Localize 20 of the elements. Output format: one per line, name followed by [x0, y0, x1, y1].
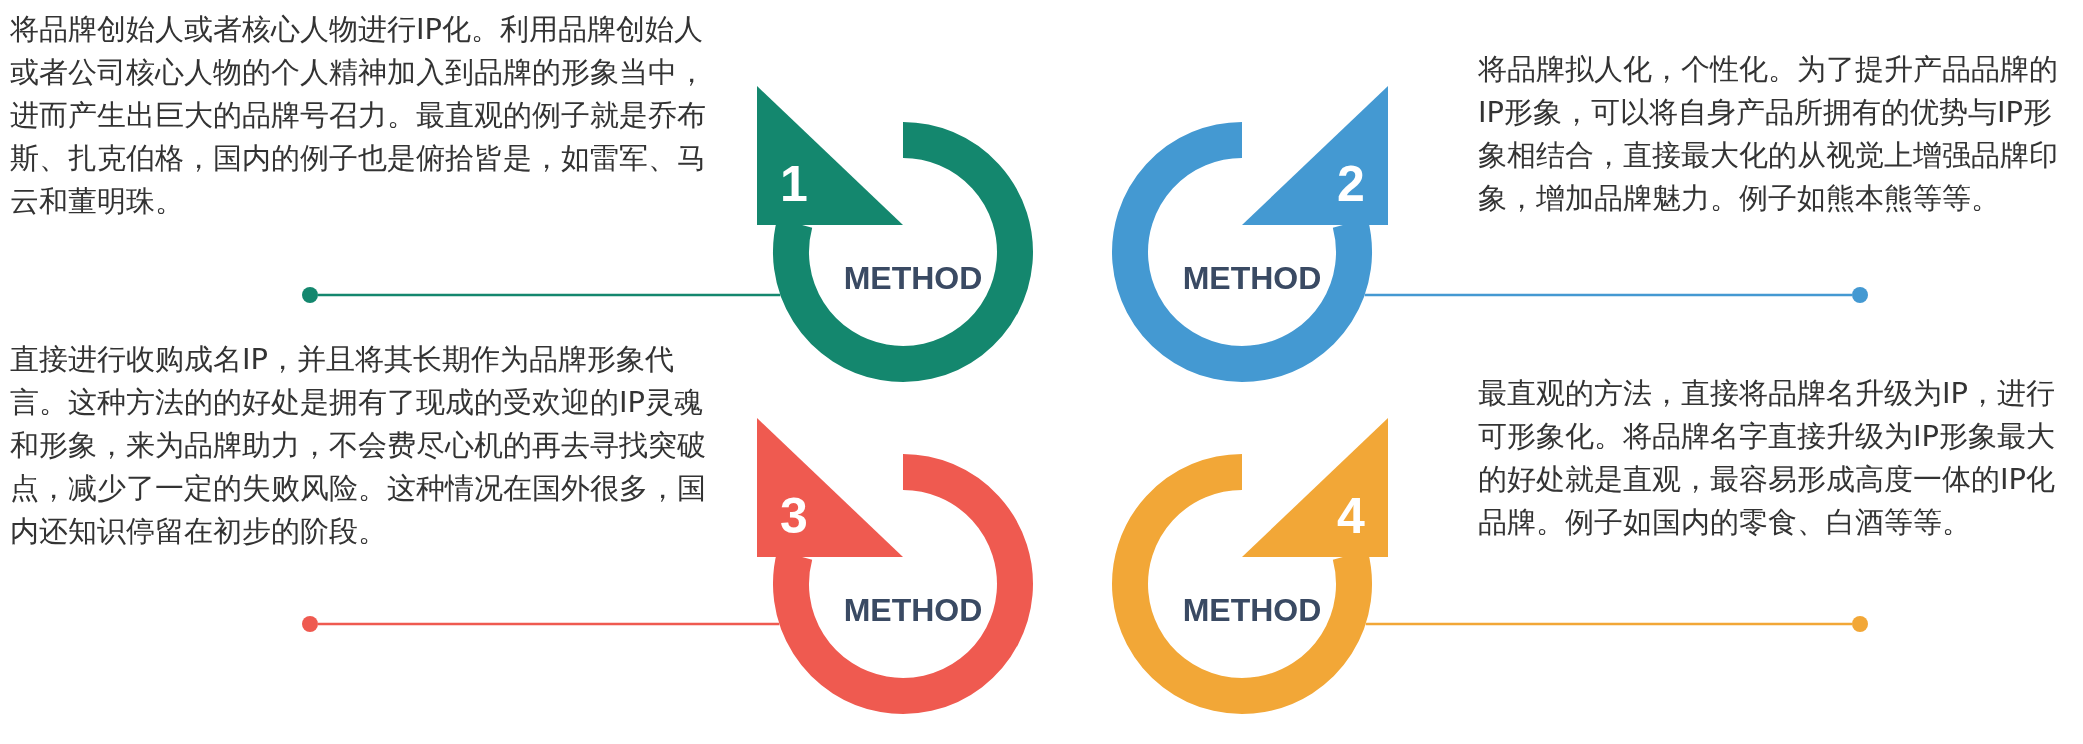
method-label: METHOD	[1182, 260, 1322, 296]
description-text: 最直观的方法，直接将品牌名升级为IP，进行可形象化。将品牌名字直接升级为IP形象最大的好处就是直观，最容易形成高度一体的IP化品牌。例子如国内的零食、白酒等等。	[1478, 375, 2057, 541]
description-text: 直接进行收购成名IP，并且将其长期作为品牌形象代言。这种方法的的好处是拥有了现成的受欢迎的IP灵魂和形象，来为品牌助力，不会费尽心机的再去寻找突破点，减少了一定的失败风险。这种情况在国外很多，国内还知识停留在初步的阶段。	[10, 341, 707, 550]
step-number: 4	[1337, 488, 1365, 544]
step-number: 3	[780, 488, 808, 544]
connector-line	[1364, 293, 1852, 297]
method-label: METHOD	[843, 592, 983, 628]
connector-line	[318, 293, 781, 297]
end-dot	[302, 616, 318, 632]
end-dot	[302, 287, 318, 303]
method-label: METHOD	[843, 260, 983, 296]
end-dot	[1852, 287, 1868, 303]
description-text: 将品牌拟人化，个性化。为了提升产品品牌的IP形象，可以将自身产品所拥有的优势与IP形象相结合，直接最大化的从视觉上增强品牌印象，增加品牌魅力。例子如熊本熊等等。	[1478, 51, 2059, 217]
description-text: 将品牌创始人或者核心人物进行IP化。利用品牌创始人或者公司核心人物的个人精神加入到品牌的形象当中，进而产生出巨大的品牌号召力。最直观的例子就是乔布斯、扎克伯格，国内的例子也是俯拾皆是，如雷军、马云和董明珠。	[10, 11, 707, 220]
step-number: 1	[780, 156, 808, 212]
method-label: METHOD	[1182, 592, 1322, 628]
connector-line	[1365, 622, 1852, 626]
connector-line	[318, 622, 780, 626]
end-dot	[1852, 616, 1868, 632]
step-number: 2	[1337, 156, 1365, 212]
